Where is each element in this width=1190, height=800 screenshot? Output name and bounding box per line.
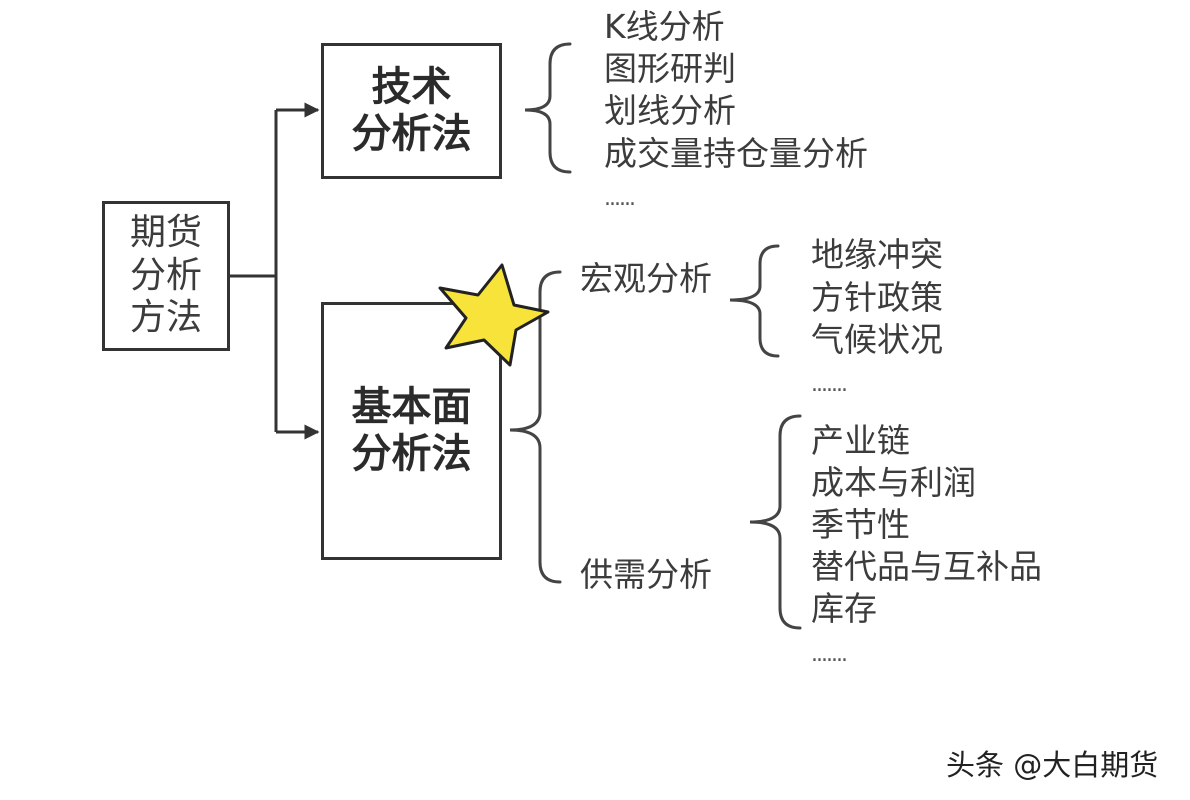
technical-item: 成交量持仓量分析 xyxy=(604,134,868,173)
macro-item: 气候状况 xyxy=(811,320,943,359)
technical-more: ...... xyxy=(604,186,636,211)
root-node-box: 期货 分析 方法 xyxy=(102,201,230,351)
root-node-line: 期货 xyxy=(129,212,202,254)
technical-item: 划线分析 xyxy=(604,91,736,130)
root-node-line: 分析 xyxy=(129,254,202,296)
fundamental-analysis-box: 基本面 分析法 xyxy=(321,302,502,560)
supply-demand-item: 库存 xyxy=(811,589,877,628)
technical-title-line: 技术 xyxy=(371,63,452,110)
technical-item: 图形研判 xyxy=(604,49,736,88)
fundamental-brace xyxy=(509,270,562,584)
supply-demand-brace xyxy=(749,414,802,630)
supply-demand-item: 产业链 xyxy=(811,421,910,460)
supply-demand-item: 成本与利润 xyxy=(811,463,976,502)
technical-brace xyxy=(524,42,572,174)
macro-brace xyxy=(729,244,780,358)
macro-item: 方针政策 xyxy=(811,278,943,317)
macro-label: 宏观分析 xyxy=(580,259,712,298)
supply-demand-item: 替代品与互补品 xyxy=(811,547,1042,586)
root-node-line: 方法 xyxy=(129,297,202,339)
watermark: 头条 @大白期货 xyxy=(946,748,1159,782)
macro-more: ....... xyxy=(811,372,848,397)
technical-item: K线分析 xyxy=(604,7,725,46)
supply-demand-label: 供需分析 xyxy=(580,555,712,594)
fundamental-title-line: 基本面 xyxy=(351,383,472,430)
fundamental-title-line: 分析法 xyxy=(351,431,472,477)
macro-item: 地缘冲突 xyxy=(811,235,943,274)
supply-demand-more: ....... xyxy=(811,642,848,667)
technical-analysis-box: 技术 分析法 xyxy=(321,43,502,179)
supply-demand-item: 季节性 xyxy=(811,505,910,544)
technical-title-line: 分析法 xyxy=(351,111,472,157)
